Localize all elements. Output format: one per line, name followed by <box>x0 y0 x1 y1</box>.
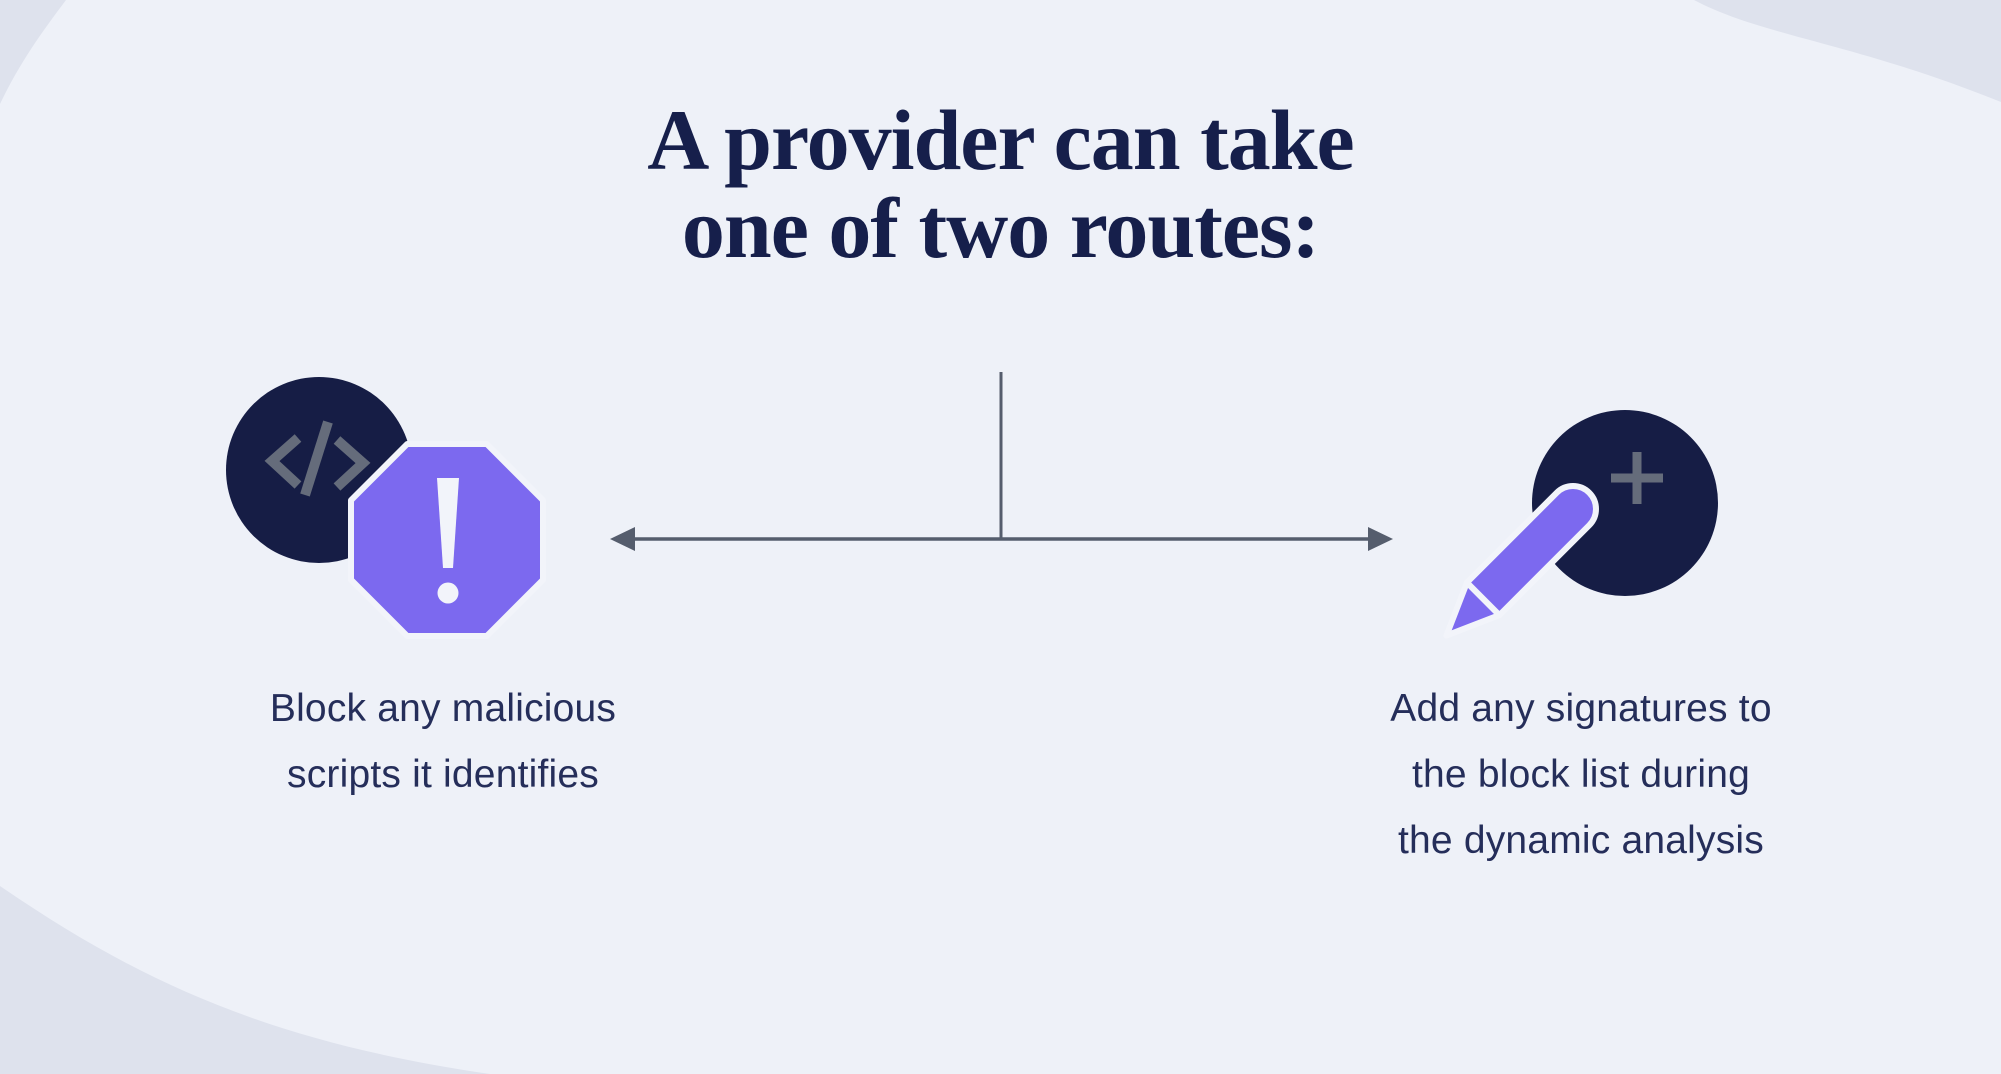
wave-bottom-left <box>0 886 490 1074</box>
plus-icon <box>1611 452 1663 504</box>
page-title: A provider can take one of two routes: <box>0 96 2001 272</box>
left-branch-label: Block any malicious scripts it identifie… <box>183 676 703 808</box>
pen-icon <box>1443 483 1599 639</box>
page-title-line-1: A provider can take <box>647 92 1354 188</box>
page-title-line-2: one of two routes: <box>681 180 1320 276</box>
add-circle <box>1532 410 1718 596</box>
right-branch-label-line-2: the block list during <box>1411 753 1751 796</box>
arrowhead-left-icon <box>610 527 635 551</box>
wave-top-left <box>0 0 66 104</box>
exclamation-dot <box>437 582 459 604</box>
left-branch-label-line-2: scripts it identifies <box>287 753 599 796</box>
code-alert-octagon-icon <box>225 376 547 642</box>
right-branch-label-line-3: the dynamic analysis <box>1397 819 1764 862</box>
left-branch-label-line-1: Block any malicious <box>269 687 617 730</box>
pen-body <box>1463 483 1599 619</box>
wave-top-right <box>1694 0 2001 102</box>
exclamation-bar <box>437 478 459 568</box>
pen-plus-circle-icon <box>1437 398 1729 654</box>
right-branch-label-line-1: Add any signatures to <box>1390 687 1772 730</box>
right-branch-label: Add any signatures to the block list dur… <box>1301 676 1861 874</box>
arrowhead-right-icon <box>1368 527 1393 551</box>
code-brackets-icon <box>264 420 371 497</box>
